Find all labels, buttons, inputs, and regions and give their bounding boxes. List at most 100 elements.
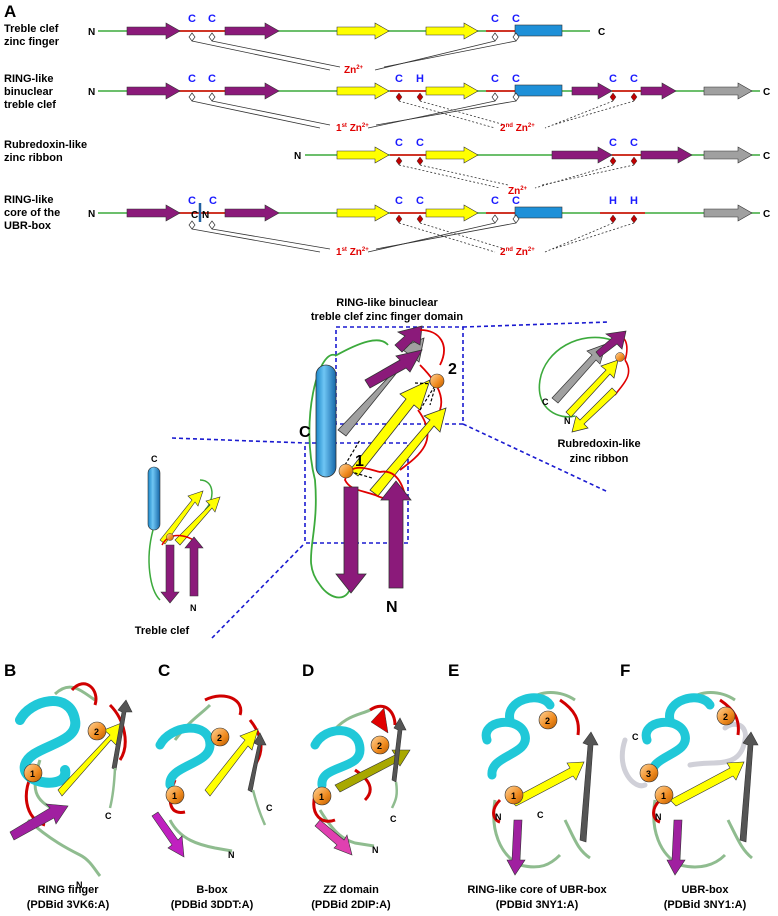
ubr-first-zinc-label: 1st Zn2+ — [336, 247, 369, 258]
svg-text:2: 2 — [94, 727, 99, 737]
svg-text:N: N — [372, 845, 379, 855]
central-domain-cartoon: 1 2 C N — [299, 325, 457, 616]
svg-text:C: C — [266, 803, 273, 813]
svg-text:D: D — [302, 661, 314, 680]
svg-text:C: C — [763, 87, 770, 98]
svg-text:B: B — [4, 661, 16, 680]
svg-text:N: N — [386, 599, 398, 616]
rubredoxin-cartoon: C N Rubredoxin-like zinc ribbon — [538, 330, 641, 465]
svg-text:N: N — [564, 416, 571, 426]
svg-text:zinc ribbon: zinc ribbon — [570, 453, 629, 465]
svg-text:Rubredoxin-like: Rubredoxin-like — [4, 139, 87, 151]
svg-text:1: 1 — [511, 791, 516, 801]
svg-text:N: N — [88, 27, 95, 38]
svg-text:H: H — [609, 195, 617, 207]
svg-text:2: 2 — [377, 741, 382, 751]
structure-panel-b: B 1 2 C N RING finger (PDBid 3VK6:A) — [4, 661, 133, 911]
svg-text:Treble clef: Treble clef — [135, 625, 190, 637]
svg-text:F: F — [620, 661, 630, 680]
svg-text:1: 1 — [661, 791, 666, 801]
svg-text:C: C — [188, 195, 196, 207]
zinc-site-1 — [338, 463, 354, 479]
svg-text:1: 1 — [30, 769, 35, 779]
svg-text:Rubredoxin-like: Rubredoxin-like — [557, 438, 640, 450]
svg-text:C: C — [416, 137, 424, 149]
topology-row-ubr-core: C C C N C C C C H H N C 1st Zn2+ 2nd Zn2… — [88, 195, 770, 258]
svg-text:C: C — [416, 195, 424, 207]
svg-text:N: N — [655, 812, 662, 822]
zinc-site-2 — [429, 373, 445, 389]
svg-text:treble clef: treble clef — [4, 99, 56, 111]
svg-text:C: C — [630, 73, 638, 85]
svg-text:(PDBid 3NY1:A): (PDBid 3NY1:A) — [496, 899, 579, 911]
svg-text:C: C — [632, 732, 639, 742]
svg-text:treble clef zinc finger domain: treble clef zinc finger domain — [311, 311, 463, 323]
ribbon-zinc-label: Zn2+ — [508, 186, 528, 197]
svg-text:N: N — [228, 850, 235, 860]
svg-text:N: N — [190, 603, 197, 613]
treble-clef-cartoon: C N Treble clef — [135, 454, 221, 637]
svg-text:C: C — [763, 151, 770, 162]
svg-text:N: N — [294, 151, 301, 162]
svg-text:H: H — [416, 73, 424, 85]
svg-text:(PDBid 3NY1:A): (PDBid 3NY1:A) — [664, 899, 747, 911]
svg-text:C: C — [763, 209, 770, 220]
structure-panel-d: D 1 2 C N ZZ domain (PDBid 2DIP:A) — [302, 661, 411, 911]
svg-text:(PDBid 3VK6:A): (PDBid 3VK6:A) — [27, 899, 110, 911]
svg-text:1: 1 — [172, 791, 177, 801]
svg-text:H: H — [630, 195, 638, 207]
svg-text:N: N — [88, 87, 95, 98]
svg-text:B-box: B-box — [196, 884, 228, 896]
svg-text:C: C — [609, 73, 617, 85]
svg-text:C: C — [208, 73, 216, 85]
svg-text:ZZ domain: ZZ domain — [323, 884, 379, 896]
svg-text:RING-like: RING-like — [4, 194, 54, 206]
svg-text:binuclear: binuclear — [4, 86, 54, 98]
svg-text:N: N — [76, 880, 83, 890]
svg-text:C: C — [191, 210, 198, 221]
svg-text:RING-like core of UBR-box: RING-like core of UBR-box — [467, 884, 607, 896]
svg-text:C: C — [188, 13, 196, 25]
svg-text:N: N — [495, 812, 502, 822]
svg-text:1: 1 — [355, 453, 364, 470]
svg-text:C: C — [209, 195, 217, 207]
ubr-second-zinc-label: 2nd Zn2+ — [500, 247, 535, 258]
svg-text:N: N — [202, 210, 209, 221]
svg-text:N: N — [88, 209, 95, 220]
svg-text:E: E — [448, 661, 459, 680]
svg-text:Treble clef: Treble clef — [4, 23, 59, 35]
svg-text:C: C — [390, 814, 397, 824]
svg-text:2: 2 — [448, 361, 457, 378]
row-label-ubr-core: RING-like core of the UBR-box — [4, 194, 60, 232]
topology-row-rubredoxin: N C C C C C Zn2+ — [294, 137, 770, 197]
svg-text:C: C — [208, 13, 216, 25]
domain-title: RING-like binuclear treble clef zinc fin… — [311, 297, 463, 323]
svg-text:C: C — [537, 810, 544, 820]
topology-row-treble-clef: N C C C C C Zn2+ — [88, 13, 605, 76]
svg-text:core of the: core of the — [4, 207, 60, 219]
svg-text:C: C — [158, 661, 170, 680]
svg-text:C: C — [188, 73, 196, 85]
svg-text:zinc ribbon: zinc ribbon — [4, 152, 63, 164]
svg-text:1: 1 — [319, 792, 324, 802]
svg-text:3: 3 — [646, 769, 651, 779]
svg-text:UBR-box: UBR-box — [681, 884, 729, 896]
svg-text:C: C — [512, 195, 520, 207]
second-zinc-label: 2nd Zn2+ — [500, 123, 535, 134]
structure-panel-c: C 1 2 C N B-box (PDBid 3DDT:A) — [151, 661, 273, 911]
svg-text:C: C — [395, 137, 403, 149]
zinc-label: Zn2+ — [344, 65, 364, 76]
first-zinc-label: 1st Zn2+ — [336, 123, 369, 134]
structure-panel-f: F 1 3 2 C N UBR-box (PDBid 3NY1:A) — [619, 661, 759, 911]
svg-text:(PDBid 2DIP:A): (PDBid 2DIP:A) — [311, 899, 391, 911]
svg-text:RING-like: RING-like — [4, 73, 54, 85]
svg-text:C: C — [609, 137, 617, 149]
svg-text:C: C — [491, 73, 499, 85]
structure-panel-e: E 1 2 C N RING-like core of UBR-box (PDB… — [448, 661, 608, 911]
svg-text:C: C — [395, 195, 403, 207]
svg-text:C: C — [395, 73, 403, 85]
row-label-treble-clef: Treble clef zinc finger — [4, 23, 60, 48]
svg-text:RING-like binuclear: RING-like binuclear — [336, 297, 438, 309]
svg-text:C: C — [512, 13, 520, 25]
